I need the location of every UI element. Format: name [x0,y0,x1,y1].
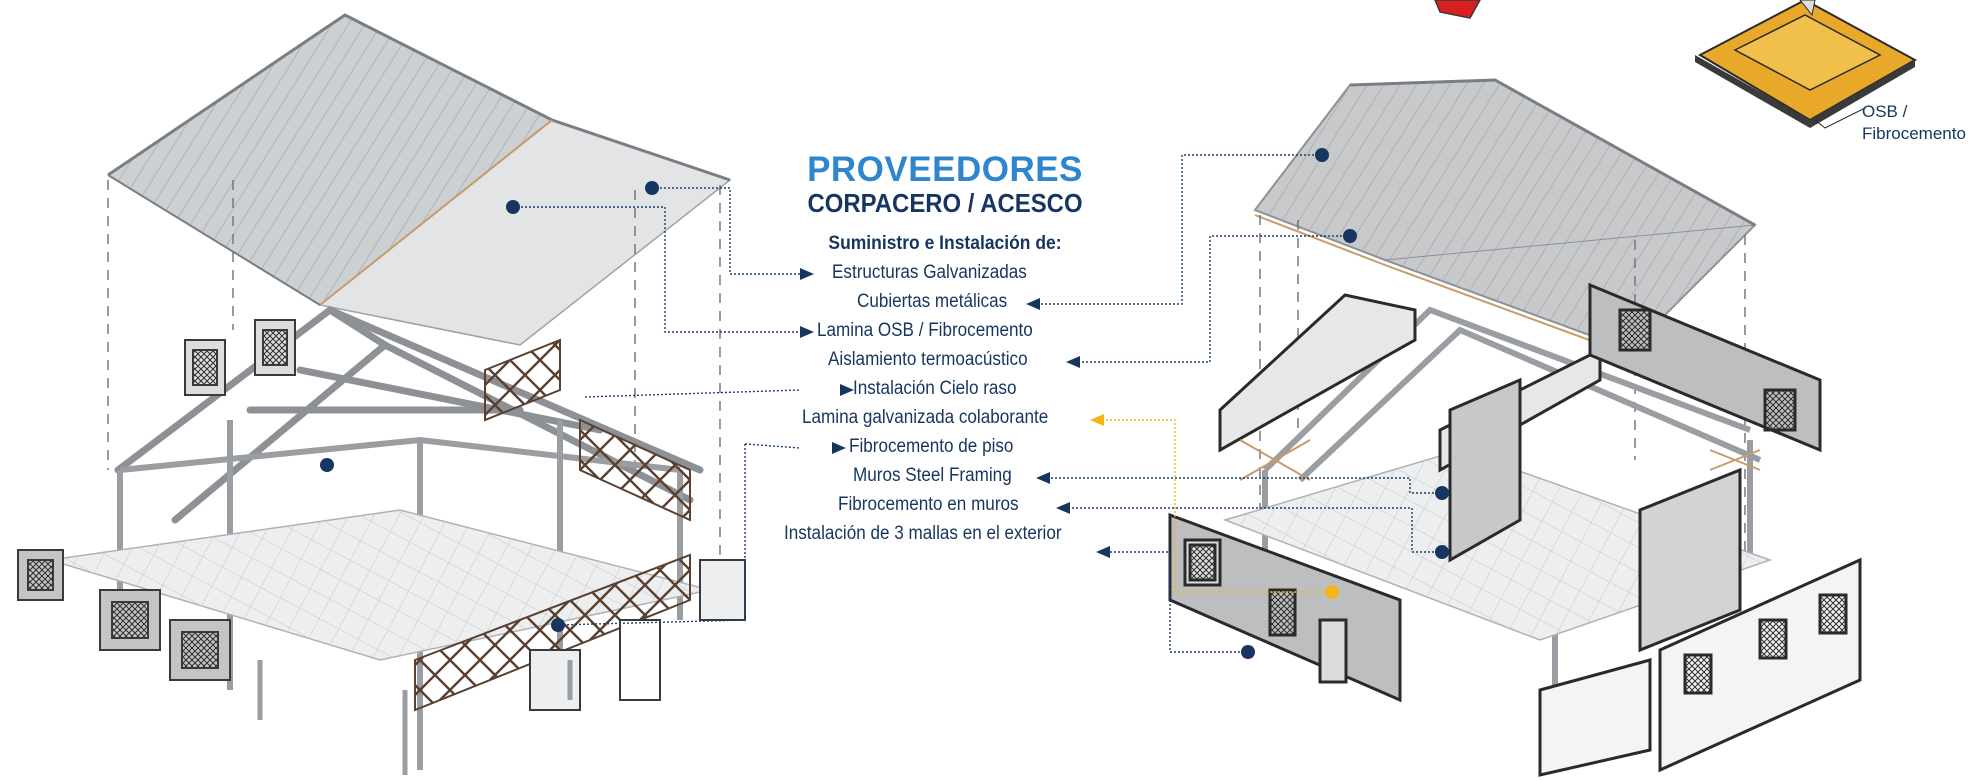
top-right-detail [1434,0,1918,129]
arrow-left-icon [1056,502,1070,514]
diagram-title: PROVEEDORES [807,150,1083,189]
left-railings [414,338,691,712]
leader-dot [1435,486,1449,500]
leader-dots [320,148,1449,659]
item-aislamiento-termoacustico: Aislamiento termoacústico [828,349,1028,370]
item-instalacion-cielo-raso: Instalación Cielo raso [853,378,1017,399]
corner-label-osb: OSB / [1862,102,1908,121]
leader-dot [1315,148,1329,162]
item-muros-steel-framing: Muros Steel Framing [853,465,1012,486]
leader-arrows [800,268,1110,558]
corner-label-fibrocemento: Fibrocemento [1862,124,1966,143]
item-fibrocemento-de-piso: Fibrocemento de piso [849,436,1014,457]
leader-dot [1241,645,1255,659]
item-cubiertas-metalicas: Cubiertas metálicas [857,291,1008,312]
supply-heading: Suministro e Instalación de: [828,233,1062,254]
leader-dot [645,181,659,195]
leader-dot [1435,545,1449,559]
arrow-left-icon [1096,546,1110,558]
arrow-right-icon [800,268,814,280]
left-roof-projection-lines [107,180,721,560]
item-fibrocemento-en-muros: Fibrocemento en muros [838,494,1019,515]
leader-dot-highlight [1325,585,1339,599]
arrow-right-icon [840,384,854,396]
item-estructuras-galvanizadas: Estructuras Galvanizadas [832,262,1027,283]
leader-dot [506,200,520,214]
diagram-subtitle: CORPACERO / ACESCO [807,188,1083,218]
item-lamina-galvanizada-colaborante: Lamina galvanizada colaborante [802,407,1049,428]
arrow-right-icon [800,326,814,338]
arrow-right-icon [832,442,846,454]
right-bracing [1239,439,1761,481]
leader-dot [1343,229,1357,243]
arrow-left-icon [1036,472,1050,484]
right-house [1168,78,1862,777]
item-instalacion-3-mallas: Instalación de 3 mallas en el exterior [784,523,1062,544]
left-foundation [257,660,573,775]
item-lamina-osb-fibrocemento: Lamina OSB / Fibrocemento [817,320,1033,341]
red-component-fragment [1434,0,1481,19]
arrow-left-icon [1066,356,1080,368]
right-roof [1253,78,1757,356]
right-wall-panels [1168,282,1862,777]
leader-lines [513,154,1442,653]
arrow-left-icon-highlight [1090,414,1104,426]
left-house [17,13,746,775]
leader-dot [320,458,334,472]
left-roof [107,13,732,346]
leader-dot [551,618,565,632]
arrow-left-icon [1026,298,1040,310]
